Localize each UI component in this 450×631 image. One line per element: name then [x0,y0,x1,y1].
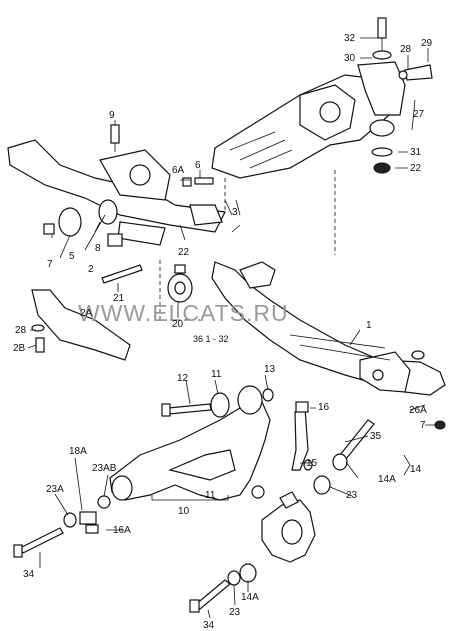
callout-18a: 18A [69,446,87,457]
callout-3: 3 [232,207,238,218]
left-carrier [7,124,226,247]
callout-2: 2 [88,264,94,275]
lower-bolt-right [189,563,257,613]
differential-housing [211,74,396,179]
arm-bolt-set [161,388,274,418]
callout-28-lower: 28 [15,325,27,336]
callout-8: 8 [95,243,101,254]
callout-23ab: 23AB [92,463,117,474]
callout-14a-lower: 14A [241,592,259,603]
callout-22-left: 22 [178,247,190,258]
callout-29: 29 [421,38,433,49]
callout-30: 30 [344,53,356,64]
callout-5: 5 [69,251,75,262]
mount-bracket [357,17,433,174]
lower-bolt-left [13,495,111,558]
callout-34-lower: 34 [203,620,215,631]
wheel-knuckle [261,491,316,563]
callout-7-right: 7 [420,420,426,431]
callout-34-left: 34 [23,569,35,580]
callout-14a-upper: 14A [378,474,396,485]
bolt-and-bushing [101,264,193,303]
callout-7-left: 7 [47,259,53,270]
callout-23a: 23A [46,484,64,495]
callout-10: 10 [178,506,190,517]
callout-1: 1 [366,320,372,331]
callout-15: 15 [306,458,318,469]
callout-11-upper: 11 [211,369,222,380]
callout-12: 12 [177,373,189,384]
callout-27: 27 [413,109,425,120]
leader-lines [27,37,435,619]
link-and-bolt [291,401,375,495]
callout-31: 31 [410,147,422,158]
callout-26a: 26A [409,405,427,416]
callout-16: 16 [318,402,330,413]
callout-23-right: 23 [346,490,358,501]
bracket-clip [182,177,223,226]
callout-22-upper: 22 [410,163,422,174]
callout-13: 13 [264,364,276,375]
reference-code: 36 1 - 32 [193,334,229,344]
callout-14: 14 [410,464,422,475]
callout-6: 6 [195,160,201,171]
lower-control-arm [109,385,271,501]
callout-28: 28 [400,44,412,55]
callout-6a: 6A [172,165,185,176]
callout-21: 21 [113,293,125,304]
callout-20: 20 [172,319,184,330]
callout-35: 35 [370,431,382,442]
bracket-2a [31,289,131,361]
callout-23-lower: 23 [229,607,241,618]
callout-9: 9 [109,110,115,121]
assembly-outline [159,170,336,321]
callout-2b: 2B [13,343,26,354]
callout-32: 32 [344,33,356,44]
subframe [211,261,446,430]
callout-11-lower: 11 [205,490,216,501]
callout-2a: 2A [80,308,93,319]
watermark-text: WWW.ELCATS.RU [78,300,289,326]
callout-16a: 16A [113,525,131,536]
